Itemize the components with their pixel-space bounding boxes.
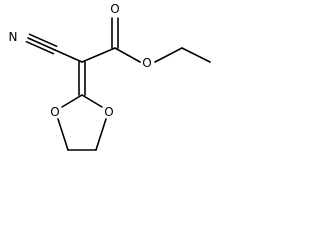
molecule-diagram: N O O O O bbox=[9, 2, 211, 151]
exocyclic-double-bond bbox=[78, 61, 86, 96]
bond-carbonyl-to-ester-oxygen bbox=[114, 47, 141, 63]
structure-canvas: N O O O O bbox=[0, 0, 220, 174]
bond-nitrile-carbon bbox=[54, 49, 83, 63]
atom-label-carbonyl-oxygen: O bbox=[110, 2, 119, 16]
bond-ester-oxygen-to-ch2 bbox=[154, 47, 183, 63]
ring-bond-c2-o-left bbox=[61, 94, 83, 108]
bond-to-carbonyl-carbon bbox=[81, 47, 116, 63]
ring-bond-o-left-c bbox=[57, 118, 69, 151]
ring-bond-c2-o-right bbox=[81, 94, 103, 108]
bond-ethyl bbox=[181, 47, 211, 63]
ring-bond-o-right-c bbox=[95, 118, 107, 151]
atom-label-ring-oxygen-right: O bbox=[104, 105, 113, 119]
carbonyl-double-bond bbox=[111, 17, 119, 49]
atom-label-nitrogen: N bbox=[9, 30, 18, 44]
nitrile-triple-bond bbox=[25, 33, 58, 55]
atom-label-ester-oxygen: O bbox=[142, 56, 151, 70]
atom-label-ring-oxygen-left: O bbox=[50, 105, 59, 119]
